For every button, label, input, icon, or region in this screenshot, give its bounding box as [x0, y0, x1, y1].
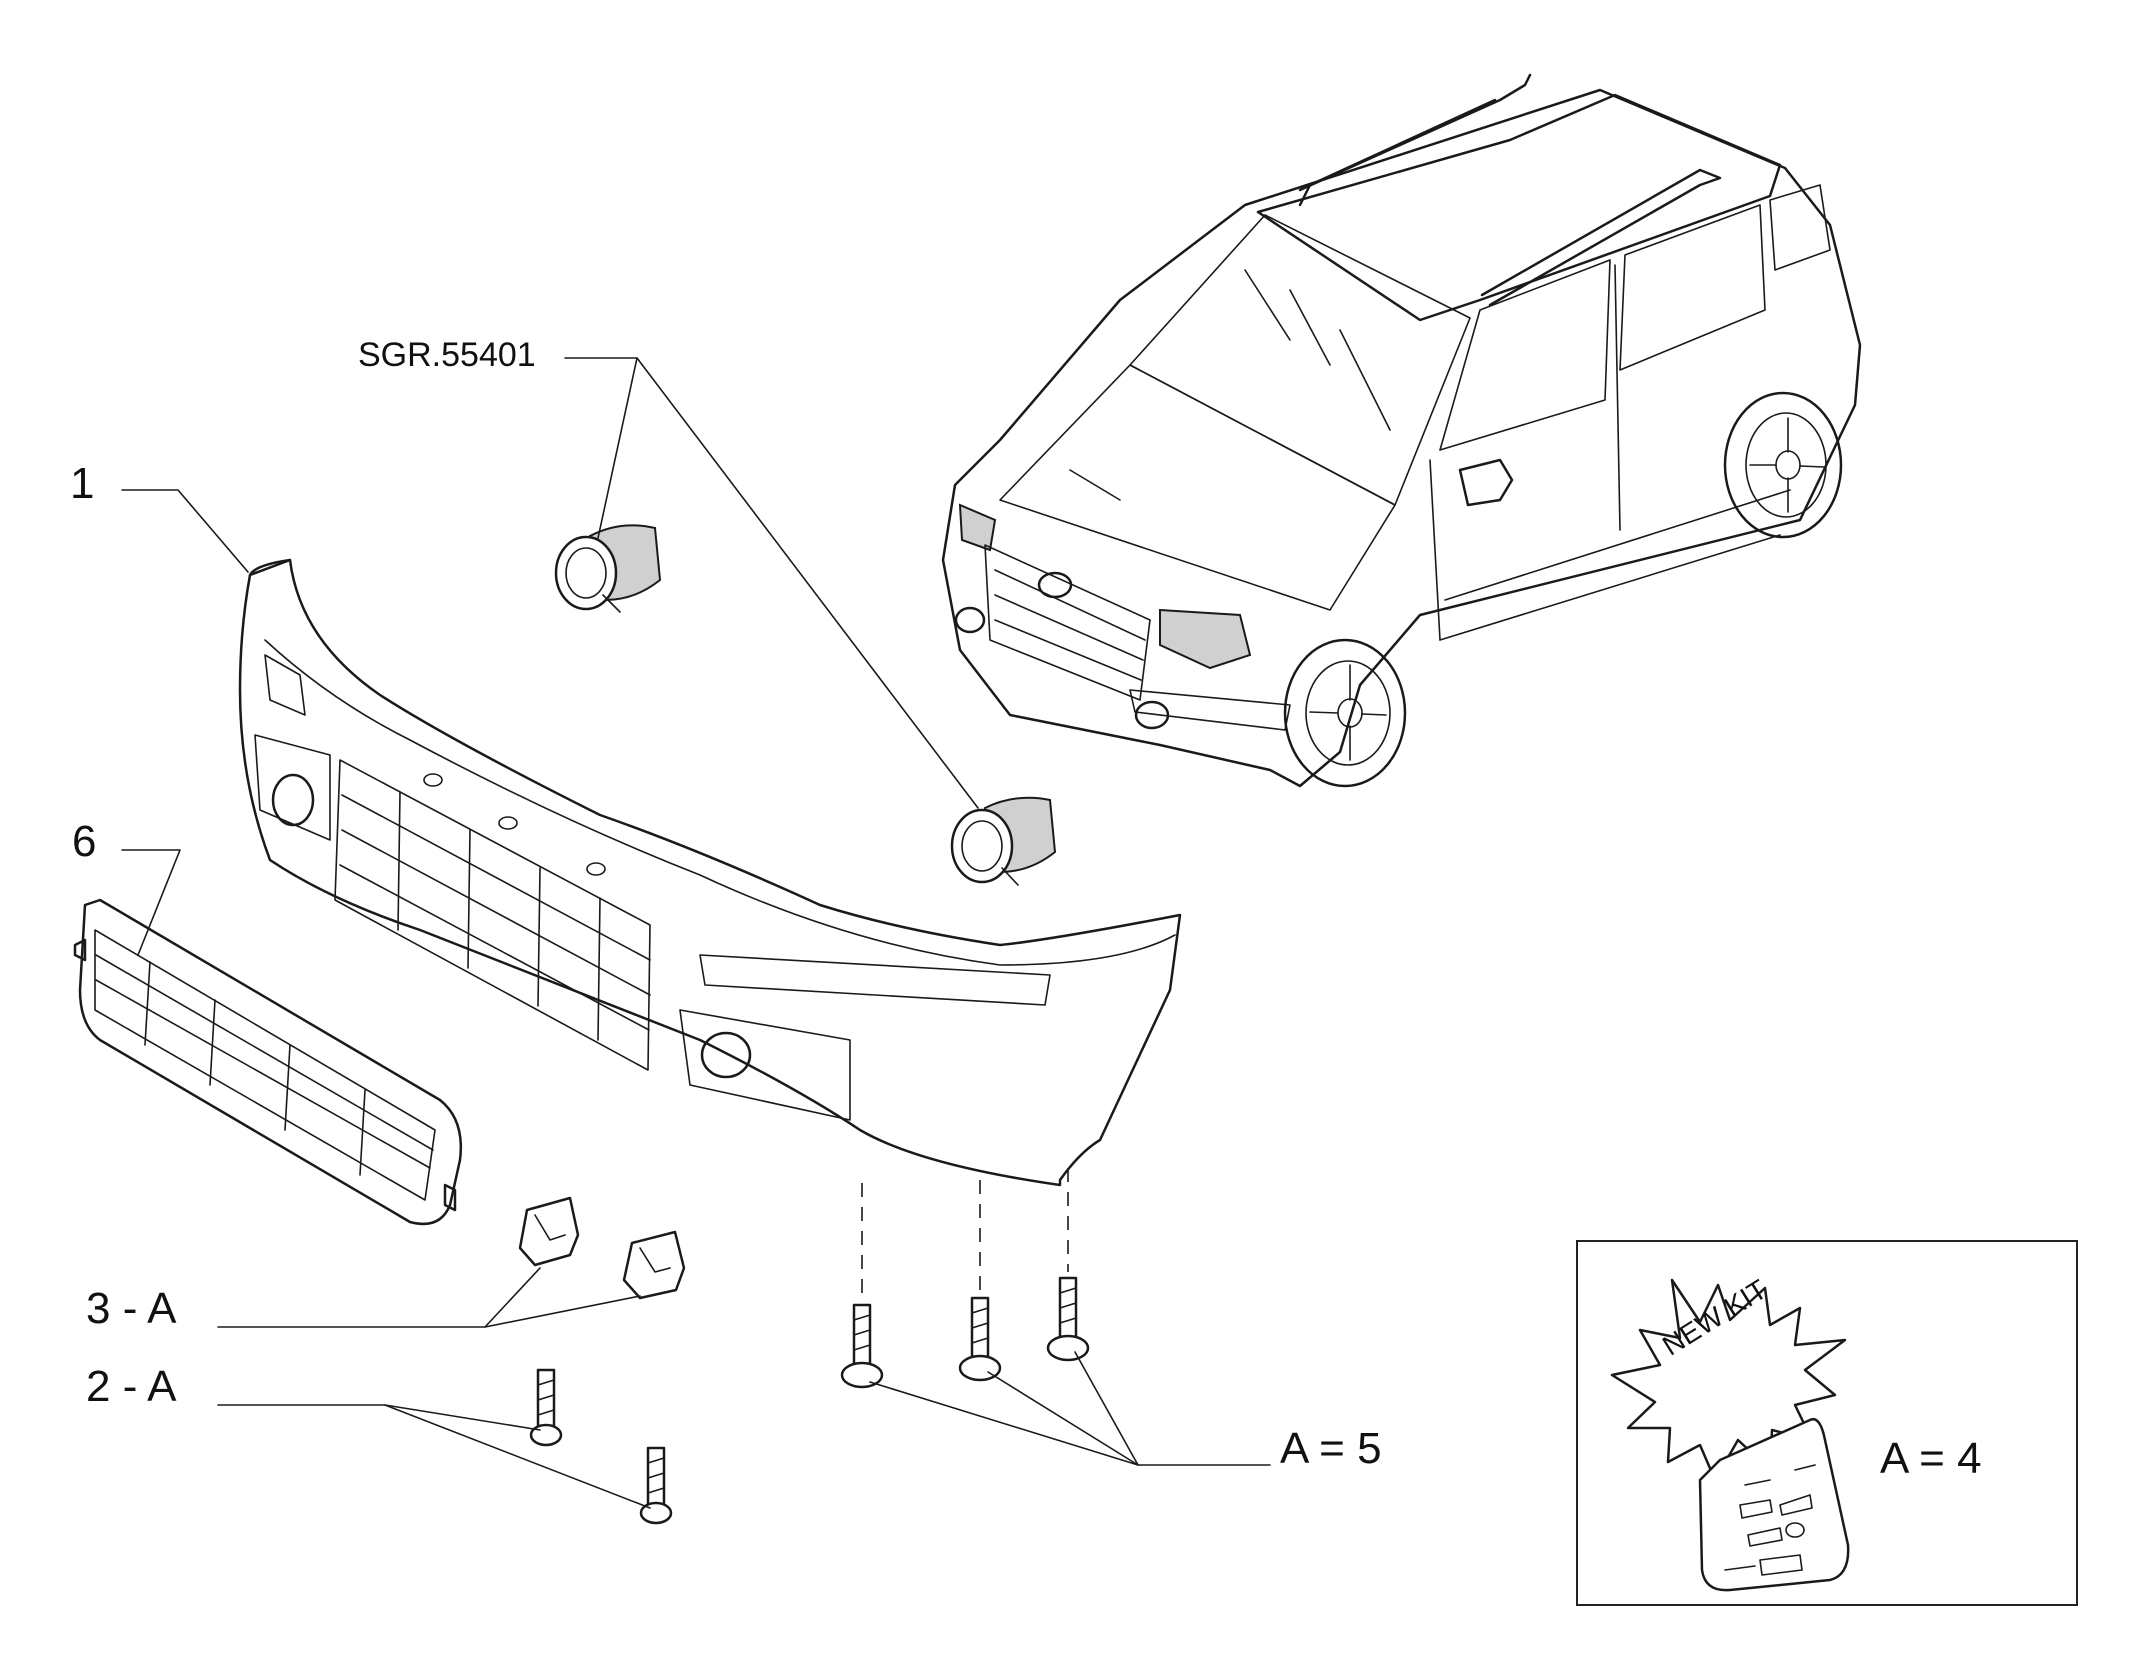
reference-label: SGR.55401 — [358, 336, 536, 374]
bolt-a5-1 — [840, 1303, 884, 1389]
callout-a-equals-5: A = 5 — [1280, 1424, 1382, 1473]
screw-2a-1 — [529, 1368, 563, 1447]
kit-bag-icon — [1698, 1417, 1850, 1592]
fog-lamp-lower — [950, 796, 1057, 886]
callout-1: 1 — [70, 459, 95, 508]
fog-lamp-upper — [554, 524, 662, 613]
clip-nut-2 — [622, 1230, 686, 1300]
car-illustration — [941, 73, 1862, 788]
clip-nut-1 — [518, 1196, 580, 1267]
kit-callout-box: A = 4 NEW KIT — [1576, 1240, 2078, 1606]
leader-lines — [121, 357, 1271, 1509]
bolt-a5-2 — [958, 1296, 1002, 1382]
bolt-a5-3 — [1046, 1276, 1090, 1362]
callout-2-a: 2 - A — [86, 1362, 177, 1411]
callout-6: 6 — [72, 817, 97, 866]
lower-grille-part-6 — [73, 898, 462, 1226]
new-kit-text: NEW KIT — [1656, 1273, 1773, 1362]
callout-3-a: 3 - A — [86, 1284, 177, 1333]
screw-2a-2 — [639, 1446, 673, 1525]
callout-a-equals-4: A = 4 — [1880, 1434, 1982, 1483]
front-bumper-part-1 — [238, 558, 1182, 1187]
